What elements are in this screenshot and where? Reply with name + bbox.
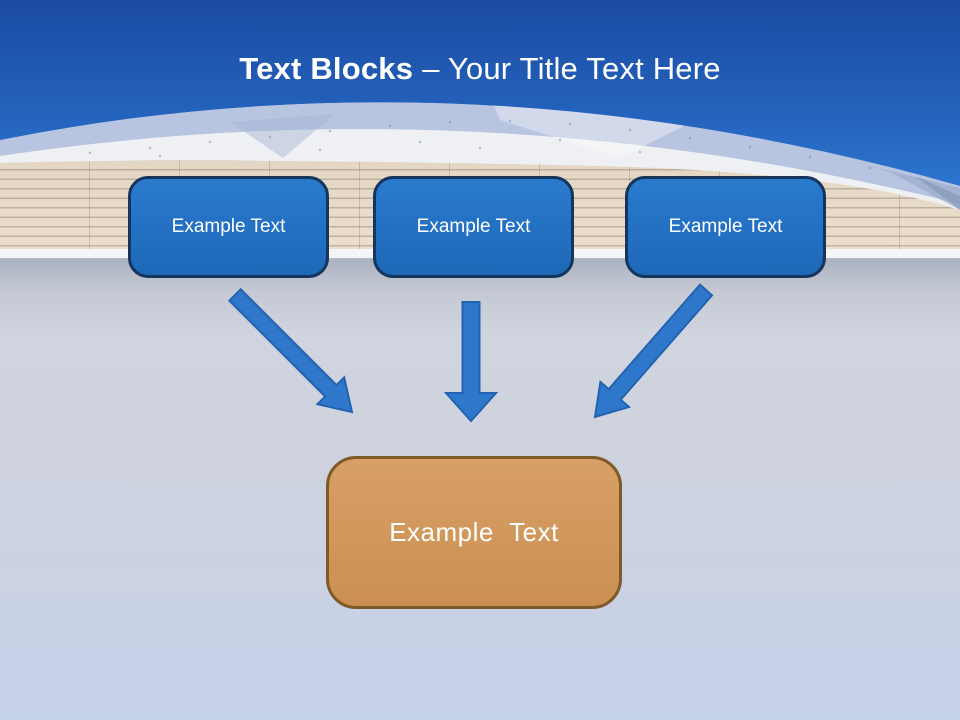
text-block-2[interactable]: Example Text [373, 176, 574, 278]
text-block-1-label: Example Text [171, 216, 286, 237]
text-block-2-label: Example Text [416, 216, 531, 237]
connector-arrows [227, 283, 714, 423]
text-block-3-label: Example Text [668, 216, 783, 237]
slide-title-bold: Text Blocks [239, 51, 414, 86]
result-block-label: Example Text [389, 517, 559, 547]
slide-title-subtitle: – Your Title Text Here [422, 51, 721, 86]
arrow-down-right-icon[interactable] [227, 287, 354, 414]
slide-title: Text Blocks– Your Title Text Here [0, 50, 960, 87]
text-block-1[interactable]: Example Text [128, 176, 329, 278]
arrow-down-icon[interactable] [443, 301, 499, 423]
text-block-3[interactable]: Example Text [625, 176, 826, 278]
arrow-down-left-icon[interactable] [593, 283, 714, 419]
result-block[interactable]: Example Text [326, 456, 622, 609]
